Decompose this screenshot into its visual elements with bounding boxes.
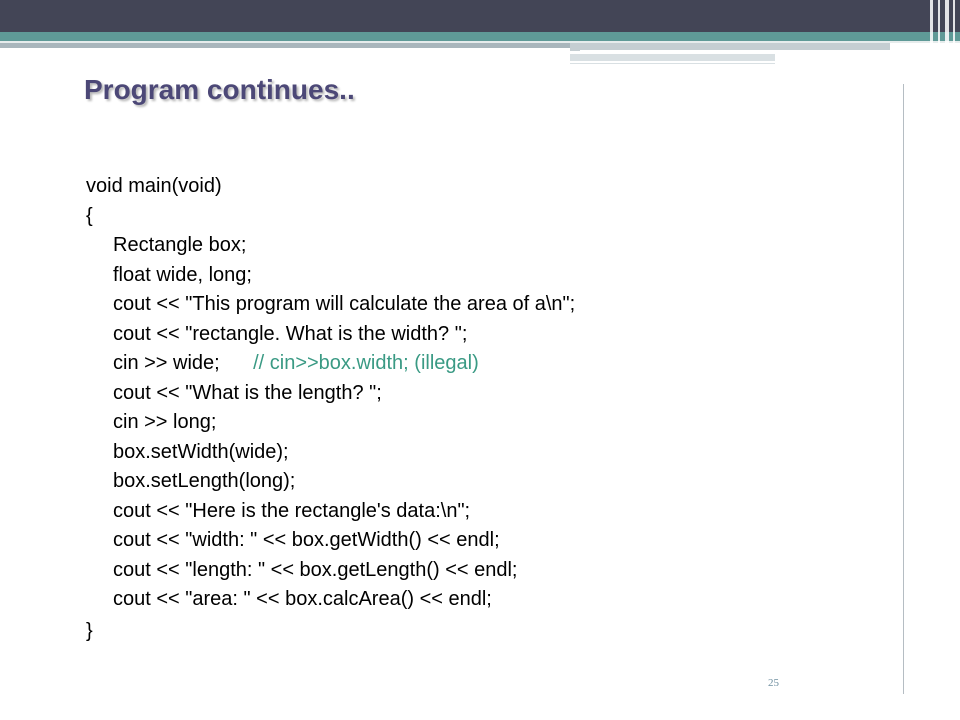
code-line: cout << "length: " << box.getLength() <<… [113,558,518,581]
code-line: { [86,204,93,227]
code-line: float wide, long; [113,263,252,286]
code-line: cout << "width: " << box.getWidth() << e… [113,529,500,551]
header-vertical-stripe [945,0,949,64]
code-block: void main(void) { Rectangle box; float w… [86,172,575,647]
header-teal-bar [0,32,960,42]
header-vertical-stripe [930,0,933,64]
header-dark-bar [0,0,960,32]
code-segment: cin >> wide; [113,352,220,374]
header-accent-line-upper [580,50,890,52]
code-spacer [220,352,253,374]
page-number: 25 [768,677,779,689]
header-divider-line [0,41,960,43]
right-divider-line [903,84,904,694]
code-line-with-comment: cin >> wide; // cin>>box.width; (illegal… [86,349,575,379]
code-comment: // cin>>box.width; (illegal) [253,352,479,374]
header-vertical-stripe [938,0,940,64]
code-line: cout << "rectangle. What is the width? "… [113,322,468,345]
header-accent-band-lower [570,54,775,64]
header-accent-line-lower [570,61,775,63]
slide-title: Program continues.. [84,74,355,105]
code-line: cout << "This program will calculate the… [113,293,576,315]
code-line: cin >> long; [113,411,217,433]
code-line: cout << "What is the length? "; [113,381,382,404]
header-accent-band-upper [570,43,890,51]
code-line: } [86,619,93,642]
code-line: box.setWidth(wide); [113,440,289,463]
code-line: cout << "Here is the rectangle's data:\n… [113,499,471,522]
code-line: void main(void) [86,175,222,197]
code-line: Rectangle box; [113,234,247,256]
header-gray-band [0,43,570,48]
code-line: box.setLength(long); [113,470,296,492]
code-line: cout << "area: " << box.calcArea() << en… [113,588,492,610]
header-vertical-stripe [953,0,955,64]
